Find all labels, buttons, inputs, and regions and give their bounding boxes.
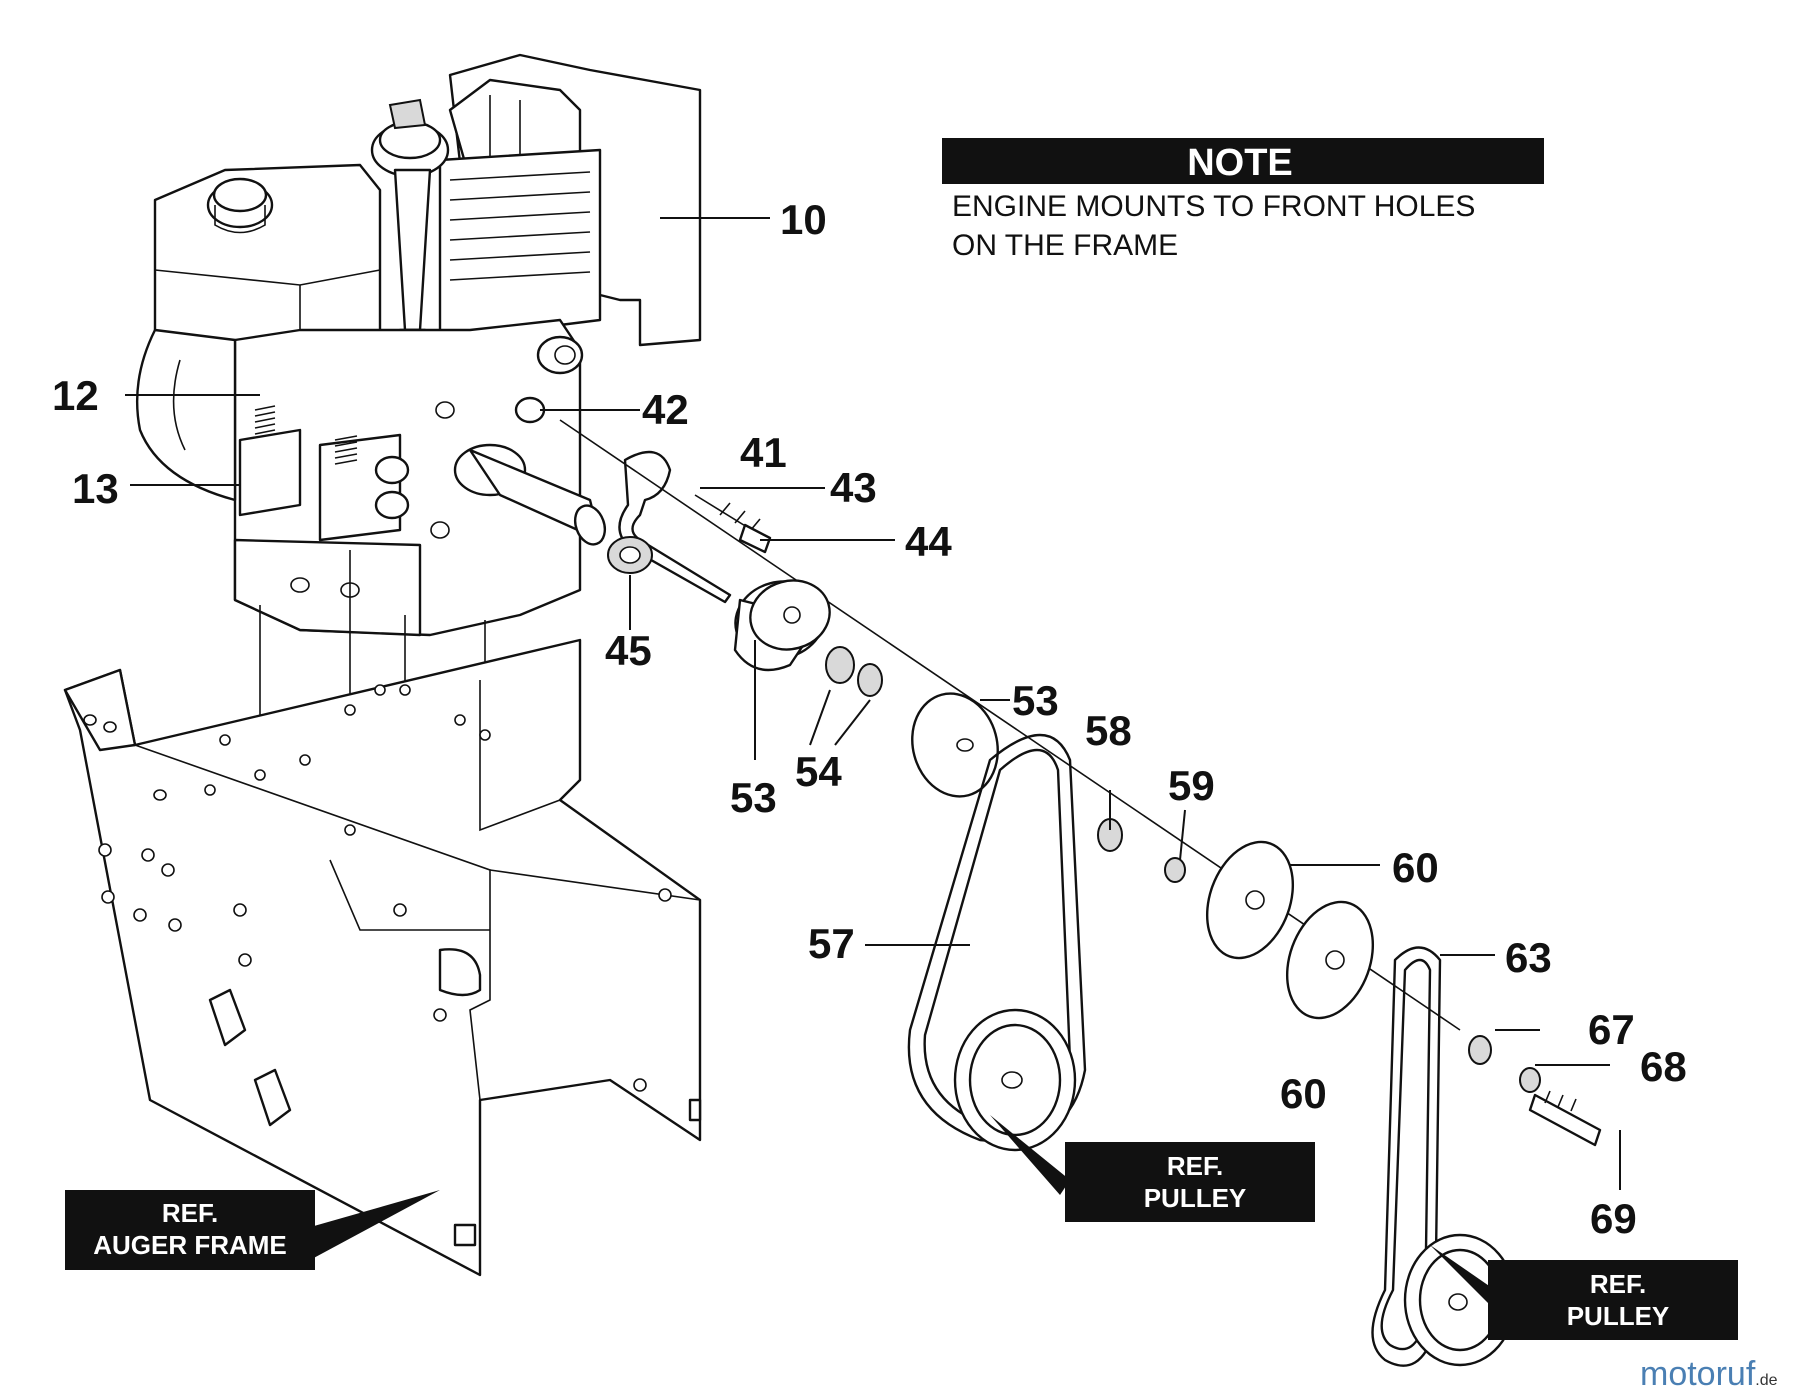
callout-53-first: 53	[1012, 677, 1059, 724]
ref-pulley-2-line1: REF.	[1590, 1269, 1646, 1299]
callout-41: 41	[740, 429, 787, 476]
engine-assembly	[135, 53, 702, 830]
watermark: motoruf.de	[1640, 1355, 1778, 1393]
callout-43: 43	[830, 464, 877, 511]
callout-59: 59	[1168, 762, 1215, 809]
callout-69: 69	[1590, 1195, 1637, 1242]
callout-44: 44	[905, 518, 952, 565]
callout-58: 58	[1085, 707, 1132, 754]
leader-lines	[125, 217, 1621, 1190]
callout-68: 68	[1640, 1043, 1687, 1090]
callout-12: 12	[52, 372, 99, 419]
ref-pulley-2: REF. PULLEY	[1430, 1245, 1738, 1340]
watermark-main: motoruf	[1640, 1355, 1756, 1393]
callout-53-second: 53	[730, 774, 777, 821]
ref-auger-frame-line2: AUGER FRAME	[93, 1230, 287, 1260]
ref-pulley-1-line2: PULLEY	[1144, 1183, 1247, 1213]
note: NOTE ENGINE MOUNTS TO FRONT HOLES ON THE…	[942, 138, 1544, 262]
callout-45: 45	[605, 627, 652, 674]
note-header-bar	[942, 138, 1544, 184]
ref-auger-frame-line1: REF.	[162, 1198, 218, 1228]
watermark-text: motoruf.de	[1640, 1355, 1778, 1393]
callout-63: 63	[1505, 934, 1552, 981]
ref-pulley-1: REF. PULLEY	[990, 1115, 1315, 1222]
note-line-1: ENGINE MOUNTS TO FRONT HOLES	[952, 190, 1475, 223]
callout-60-bottom: 60	[1280, 1070, 1327, 1117]
callout-60-top: 60	[1392, 844, 1439, 891]
ref-pulley-2-line2: PULLEY	[1567, 1301, 1670, 1331]
callout-13: 13	[72, 465, 119, 512]
frame	[63, 638, 702, 1277]
callout-42: 42	[642, 386, 689, 433]
ref-pulley-1-line1: REF.	[1167, 1151, 1223, 1181]
ref-auger-frame: REF. AUGER FRAME	[65, 1190, 440, 1270]
belts	[907, 734, 1517, 1367]
watermark-suffix: .de	[1755, 1372, 1777, 1389]
callout-10: 10	[780, 196, 827, 243]
callout-57: 57	[808, 920, 855, 967]
note-line-2: ON THE FRAME	[952, 229, 1178, 262]
note-header: NOTE	[1187, 142, 1293, 184]
callouts: 10 12 13 42 41 43 44 45 53 53 54 58 59 6…	[52, 196, 1687, 1242]
shaft-hardware	[559, 419, 1602, 1147]
callout-67: 67	[1588, 1006, 1635, 1053]
callout-54: 54	[795, 748, 842, 795]
